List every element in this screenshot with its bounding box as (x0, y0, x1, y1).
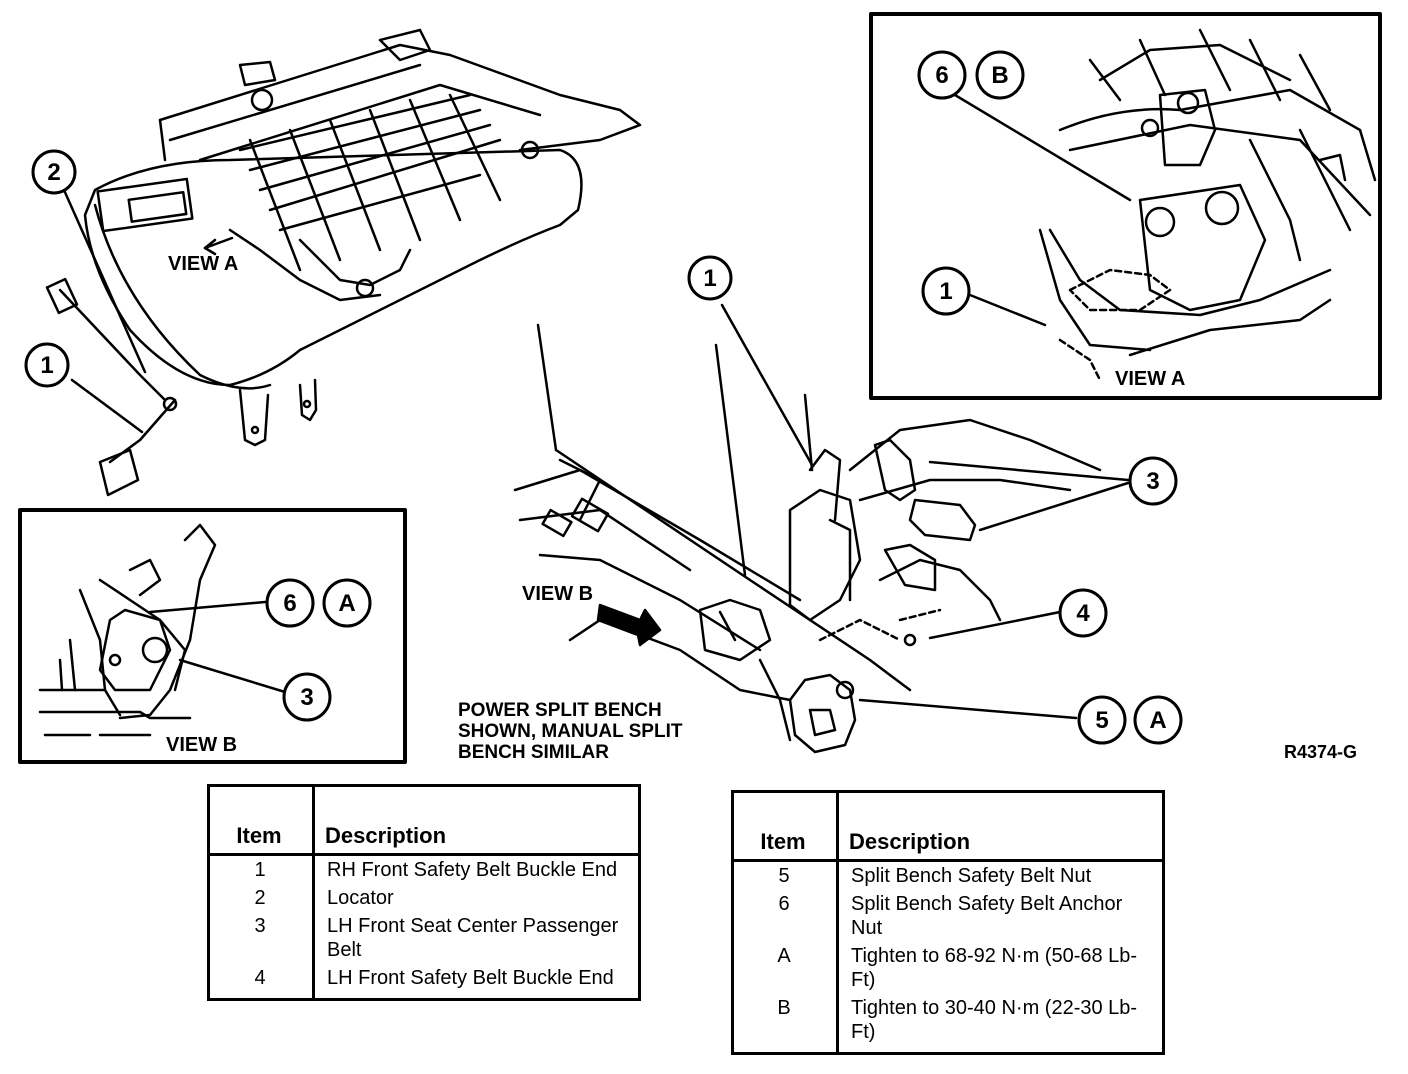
callout-viewb-A: A (338, 590, 355, 617)
view-b-label-main: VIEW B (522, 583, 593, 605)
legend-item-number: B (732, 994, 839, 1054)
callout-viewa-1-circle (921, 266, 971, 316)
legend-item-number: A (732, 942, 839, 994)
table-row: A Tighten to 68-92 N·m (50-68 Lb-Ft) (732, 942, 1164, 994)
legend-item-description: Split Bench Safety Belt Anchor Nut (851, 893, 1123, 939)
table-row: 1 RH Front Safety Belt Buckle End (208, 854, 640, 884)
illustration-caption: POWER SPLIT BENCH SHOWN, MANUAL SPLIT BE… (458, 700, 682, 763)
view-a-label-inset: VIEW A (1115, 368, 1185, 390)
callout-center-1: 1 (703, 265, 716, 292)
legend-left-header-item: Item (208, 785, 315, 856)
legend-left-header-description: Description (313, 785, 640, 856)
callout-center-4: 4 (1076, 600, 1090, 627)
caption-line-3: BENCH SIMILAR (458, 742, 609, 763)
legend-item-description: Locator (327, 887, 394, 909)
callout-viewa-B: B (991, 62, 1008, 89)
table-row: 3 LH Front Seat Center Passenger Belt (208, 912, 640, 964)
legend-item-description: Tighten to 68-92 N·m (50-68 Lb-Ft) (851, 945, 1138, 991)
legend-right-header-description: Description (837, 791, 1164, 862)
table-row: 4 LH Front Safety Belt Buckle End (208, 964, 640, 1000)
callout-center-4-circle (1058, 588, 1108, 638)
view-a-inset-frame (869, 12, 1382, 400)
legend-item-description: Tighten to 30-40 N·m (22-30 Lb-Ft) (851, 997, 1138, 1043)
callout-center-A-circle (1133, 695, 1183, 745)
callout-viewb-6: 6 (283, 590, 296, 617)
callout-main-2-circle (31, 149, 77, 195)
callout-main-1-circle (24, 342, 70, 388)
legend-table-left: Item Description 1 RH Front Safety Belt … (207, 784, 641, 1001)
callout-viewa-1: 1 (939, 278, 952, 305)
legend-item-number: 4 (208, 964, 315, 1000)
callout-viewa-6-circle (917, 50, 967, 100)
callout-viewb-3-circle (282, 672, 332, 722)
legend-item-description: LH Front Seat Center Passenger Belt (327, 915, 619, 961)
callout-main-1: 1 (40, 352, 53, 379)
legend-item-number: 2 (208, 884, 315, 912)
legend-item-description: Split Bench Safety Belt Nut (851, 865, 1092, 887)
view-b-label-inset: VIEW B (166, 734, 237, 756)
callout-center-3: 3 (1146, 468, 1159, 495)
main-leader-lines (62, 188, 147, 434)
legend-item-description: LH Front Safety Belt Buckle End (327, 967, 614, 989)
callout-circles (24, 50, 1183, 745)
callout-viewb-3: 3 (300, 684, 313, 711)
callout-center-A: A (1149, 707, 1166, 734)
legend-item-number: 3 (208, 912, 315, 964)
table-row: 6 Split Bench Safety Belt Anchor Nut (732, 890, 1164, 942)
view-b-illustration (38, 523, 287, 737)
view-a-label-main: VIEW A (168, 253, 238, 275)
table-row: 2 Locator (208, 884, 640, 912)
bench-seat-illustration (45, 28, 642, 497)
callout-center-5-circle (1077, 695, 1127, 745)
callout-main-2: 2 (47, 159, 60, 186)
caption-line-1: POWER SPLIT BENCH (458, 700, 662, 721)
view-a-illustration (953, 28, 1377, 382)
legend-item-number: 6 (732, 890, 839, 942)
legend-item-number: 5 (732, 860, 839, 890)
legend-right-header-item: Item (732, 791, 839, 862)
table-row: 5 Split Bench Safety Belt Nut (732, 860, 1164, 890)
callout-center-3-circle (1128, 456, 1178, 506)
callout-viewa-6: 6 (935, 62, 948, 89)
caption-line-2: SHOWN, MANUAL SPLIT (458, 721, 683, 742)
legend-item-number: 1 (208, 854, 315, 884)
callout-viewb-6-circle (265, 578, 315, 628)
view-b-inset-frame (18, 508, 407, 764)
figure-reference-code: R4374-G (1284, 742, 1358, 762)
callout-center-1-circle (687, 255, 733, 301)
table-row: B Tighten to 30-40 N·m (22-30 Lb-Ft) (732, 994, 1164, 1054)
legend-item-description: RH Front Safety Belt Buckle End (327, 859, 618, 881)
legend-table-right: Item Description 5 Split Bench Safety Be… (731, 790, 1165, 1055)
callout-center-5: 5 (1095, 707, 1108, 734)
center-split-bench-illustration (513, 303, 1130, 754)
callout-viewa-B-circle (975, 50, 1025, 100)
callout-viewb-A-circle (322, 578, 372, 628)
